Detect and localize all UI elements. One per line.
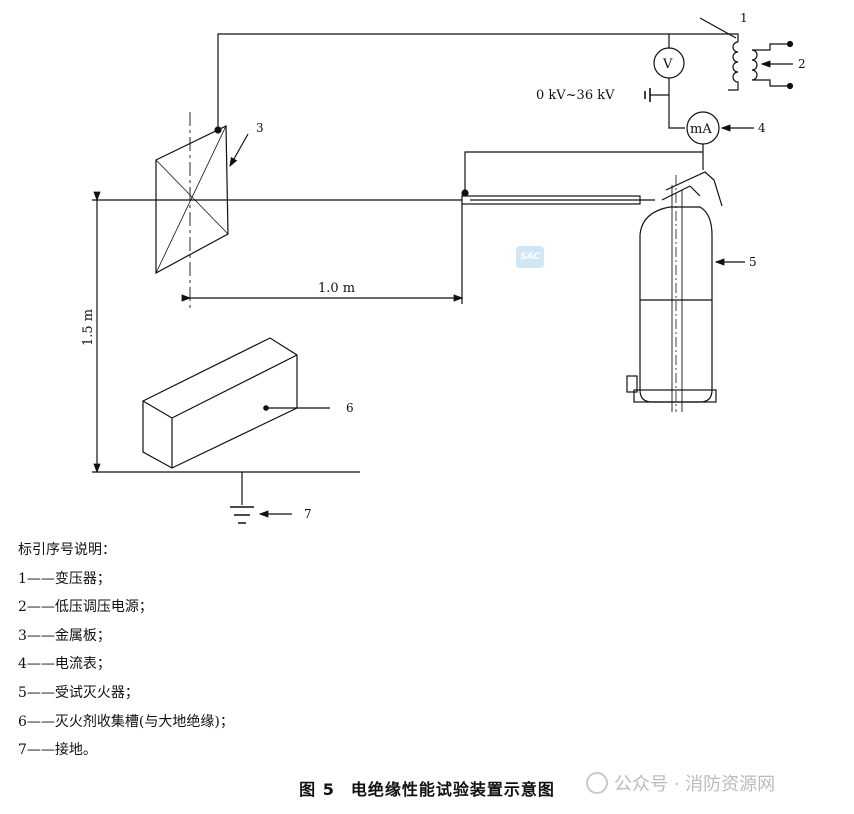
callout-3: 3 [256, 121, 264, 135]
watermark-text: 公众号 · 消防资源网 [614, 774, 776, 795]
voltmeter-label: V [662, 57, 673, 72]
callout-1: 1 [740, 11, 748, 25]
ammeter-label: mA [690, 122, 712, 137]
transformer-primary [728, 41, 739, 91]
distance-horizontal-label: 1.0 m [318, 281, 355, 296]
test-setup-diagram: V mA 0 kV~36 kV 1.0 m 1.5 m 1 2 3 4 5 6 … [81, 11, 806, 524]
figure-caption: 图 5 电绝缘性能试验装置示意图 [0, 776, 854, 800]
figure-title: 电绝缘性能试验装置示意图 [350, 780, 555, 799]
legend-item: 6——灭火剂收集槽(与大地绝缘)； [18, 713, 234, 730]
watermark: 公众号 · 消防资源网 [586, 770, 775, 796]
transformer-secondary [751, 49, 758, 81]
hv-wire [217, 33, 739, 130]
callout-7: 7 [304, 507, 312, 521]
callout-6: 6 [346, 401, 354, 415]
legend-item: 4——电流表； [18, 656, 111, 673]
legend-item: 3——金属板； [18, 627, 111, 644]
callout-5: 5 [749, 255, 757, 269]
distance-vertical-label: 1.5 m [81, 309, 96, 346]
legend: 标引序号说明： 1——变压器； 2——低压调压电源； 3——金属板； 4——电流… [18, 536, 234, 765]
callout-4: 4 [758, 121, 766, 135]
legend-title: 标引序号说明： [18, 542, 116, 558]
sac-logo: SAC [516, 246, 544, 268]
legend-item: 1——变压器； [18, 570, 111, 587]
legend-item: 2——低压调压电源； [18, 599, 153, 616]
wechat-icon [586, 772, 608, 794]
collection-tank [142, 337, 298, 469]
callout-2: 2 [798, 57, 806, 71]
legend-item: 7——接地。 [18, 742, 97, 759]
voltage-range-label: 0 kV~36 kV [536, 88, 615, 103]
legend-item: 5——受试灭火器； [18, 684, 139, 701]
figure-number: 图 5 [299, 780, 335, 799]
